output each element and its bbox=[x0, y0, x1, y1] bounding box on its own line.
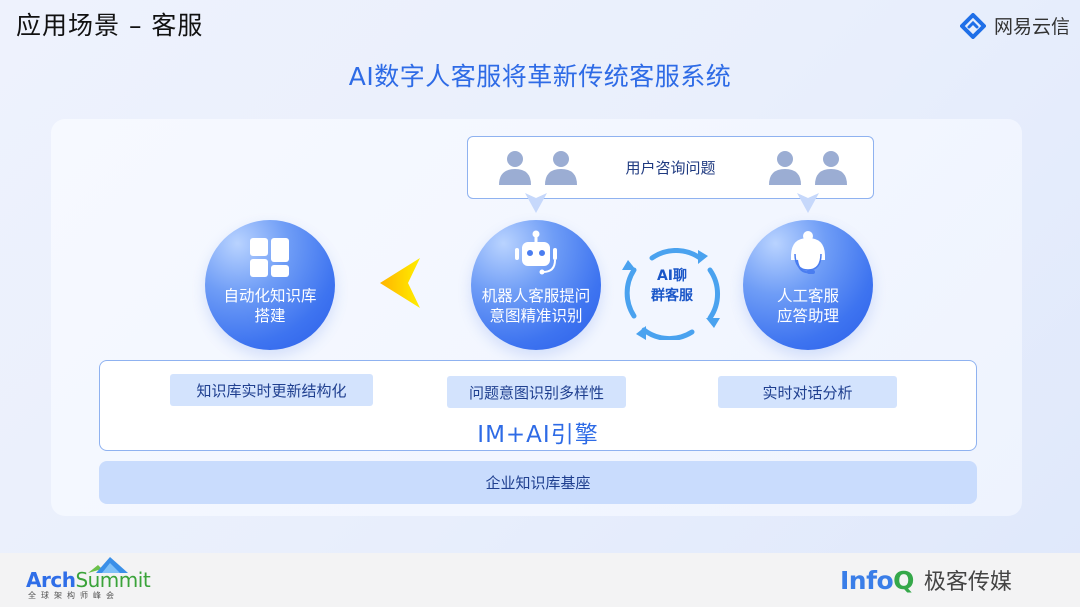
infoq-wordmark: InfoQ bbox=[840, 566, 914, 595]
person-icon bbox=[815, 151, 847, 185]
chip-knowledge-update: 知识库实时更新结构化 bbox=[170, 374, 373, 406]
brand-logo: 网易云信 bbox=[959, 12, 1070, 39]
engine-label: IM+AI引擎 bbox=[477, 422, 599, 448]
left-arrow-icon bbox=[380, 258, 420, 308]
agent-headset-icon bbox=[791, 231, 825, 274]
grid-icon bbox=[250, 238, 289, 277]
slide-title: 应用场景 – 客服 bbox=[16, 11, 204, 40]
person-icon bbox=[545, 151, 577, 185]
archsummit-subtitle: 全球架构师峰会 bbox=[28, 591, 119, 600]
down-arrow-icon bbox=[797, 193, 819, 213]
im-ai-engine-box: 知识库实时更新结构化 问题意图识别多样性 实时对话分析 IM+AI引擎 bbox=[99, 360, 977, 451]
robot-icon bbox=[515, 230, 557, 275]
archsummit-logo: ArchSummit bbox=[26, 568, 151, 592]
person-icon bbox=[769, 151, 801, 185]
infoq-cn-name: 极客传媒 bbox=[923, 570, 1012, 595]
cycle-label-line2: 群客服 bbox=[651, 288, 693, 304]
infoq-logo: InfoQ 极客传媒 bbox=[840, 564, 1012, 596]
person-icon bbox=[499, 151, 531, 185]
circle-label-line2: 意图精准识别 bbox=[489, 307, 583, 325]
user-question-box: 用户咨询问题 bbox=[467, 136, 874, 199]
infoq-info: Info bbox=[840, 566, 894, 595]
footer bbox=[0, 553, 1080, 607]
infoq-q: Q bbox=[893, 566, 914, 595]
knowledge-base-foundation: 企业知识库基座 bbox=[99, 461, 977, 504]
circle-robot-intent: 机器人客服提问 意图精准识别 bbox=[471, 220, 601, 350]
arch-text: Arch bbox=[26, 568, 76, 592]
down-arrow-icon bbox=[525, 193, 547, 213]
circle-label-line1: 自动化知识库 bbox=[223, 287, 317, 305]
circle-human-agent: 人工客服 应答助理 bbox=[743, 220, 873, 350]
circle-label-line2: 搭建 bbox=[254, 307, 286, 325]
chip-dialog-analysis: 实时对话分析 bbox=[718, 376, 897, 408]
brand-name: 网易云信 bbox=[993, 16, 1070, 38]
ai-group-chat-label: AI聊 群客服 bbox=[622, 266, 722, 306]
summit-text: Summit bbox=[75, 568, 151, 592]
user-question-label: 用户咨询问题 bbox=[625, 159, 716, 177]
circle-knowledge-base: 自动化知识库 搭建 bbox=[205, 220, 335, 350]
netease-yunxin-logo-icon bbox=[959, 12, 986, 39]
circle-label-line2: 应答助理 bbox=[776, 307, 839, 325]
mountain-logo-icon bbox=[88, 557, 128, 573]
chip-intent-recognition: 问题意图识别多样性 bbox=[447, 376, 626, 408]
cycle-arrows-icon bbox=[622, 248, 721, 340]
circle-label-line1: 人工客服 bbox=[776, 287, 839, 305]
circle-label-line1: 机器人客服提问 bbox=[481, 287, 591, 305]
cycle-label-line1: AI聊 bbox=[656, 268, 688, 284]
headline: AI数字人客服将革新传统客服系统 bbox=[348, 62, 732, 91]
